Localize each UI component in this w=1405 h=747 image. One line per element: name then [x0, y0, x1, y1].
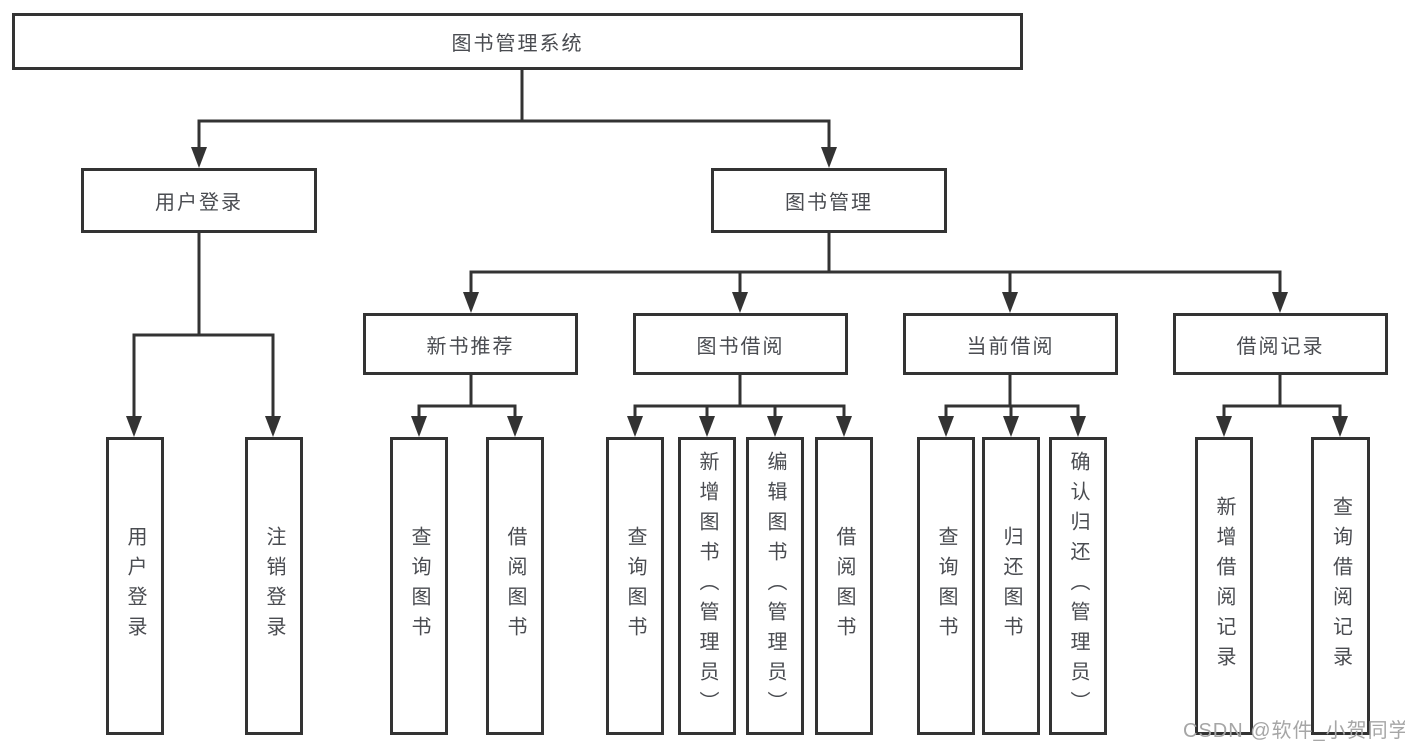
arrowheads [126, 147, 1348, 437]
arrowhead [1002, 292, 1018, 313]
arrowhead [1272, 292, 1288, 313]
arrowhead [1003, 416, 1019, 437]
node-book-borrow: 图书借阅 [633, 313, 848, 375]
leaf-query-borrow-record: 查询借阅记录 [1311, 437, 1370, 735]
leaf-label: 注销登录 [263, 526, 285, 646]
leaf-query-books-recommend: 查询图书 [390, 437, 448, 735]
connector-book-management-children [469, 233, 1282, 306]
arrowhead [265, 416, 281, 437]
leaf-label: 查询图书 [935, 526, 957, 646]
leaf-label: 查询图书 [408, 526, 430, 646]
node-borrow-records: 借阅记录 [1173, 313, 1388, 375]
leaf-return-books: 归还图书 [982, 437, 1040, 735]
leaf-borrow-books-recommend: 借阅图书 [486, 437, 544, 735]
leaf-label: 查询图书 [624, 526, 646, 646]
arrowhead [191, 147, 207, 168]
connector-root-to-level2 [197, 69, 831, 160]
leaf-label: 编辑图书（管理员） [764, 451, 786, 721]
leaf-query-books-current: 查询图书 [917, 437, 975, 735]
leaf-user-login: 用户登录 [106, 437, 164, 735]
connector-lines [132, 69, 1342, 430]
leaf-label: 用户登录 [124, 526, 146, 646]
leaf-label: 借阅图书 [504, 526, 526, 646]
node-user-login: 用户登录 [81, 168, 317, 233]
leaf-borrow-books: 借阅图书 [815, 437, 873, 735]
connector-borrow-records-children [1222, 375, 1342, 430]
leaf-confirm-return-admin: 确认归还（管理员） [1049, 437, 1107, 735]
node-new-book-recommend: 新书推荐 [363, 313, 578, 375]
node-book-management: 图书管理 [711, 168, 947, 233]
arrowhead [821, 147, 837, 168]
arrowhead [767, 416, 783, 437]
leaf-query-books-borrow: 查询图书 [606, 437, 664, 735]
arrowhead [411, 416, 427, 437]
connector-book-borrow-children [633, 375, 846, 430]
arrowhead [938, 416, 954, 437]
arrowhead [507, 416, 523, 437]
connector-user-login-children [132, 233, 275, 430]
arrowhead [732, 292, 748, 313]
leaf-logout: 注销登录 [245, 437, 303, 735]
leaf-label: 新增图书（管理员） [696, 451, 718, 721]
arrowhead [463, 292, 479, 313]
leaf-label: 查询借阅记录 [1329, 496, 1352, 676]
arrowhead [126, 416, 142, 437]
leaf-label: 确认归还（管理员） [1067, 451, 1089, 721]
leaf-edit-books-admin: 编辑图书（管理员） [746, 437, 804, 735]
csdn-watermark: CSDN @软件_小贺同学 [1183, 720, 1405, 742]
leaf-label: 归还图书 [1000, 526, 1022, 646]
node-root-system: 图书管理系统 [12, 13, 1023, 70]
leaf-add-borrow-record: 新增借阅记录 [1195, 437, 1253, 735]
connector-new-book-children [417, 375, 517, 430]
arrowhead [699, 416, 715, 437]
arrowhead [1070, 416, 1086, 437]
arrowhead [1216, 416, 1232, 437]
arrowhead [1332, 416, 1348, 437]
leaf-label: 新增借阅记录 [1213, 496, 1235, 676]
leaf-label: 借阅图书 [833, 526, 855, 646]
node-current-borrow: 当前借阅 [903, 313, 1118, 375]
arrowhead [836, 416, 852, 437]
arrowhead [627, 416, 643, 437]
leaf-add-books-admin: 新增图书（管理员） [678, 437, 736, 735]
